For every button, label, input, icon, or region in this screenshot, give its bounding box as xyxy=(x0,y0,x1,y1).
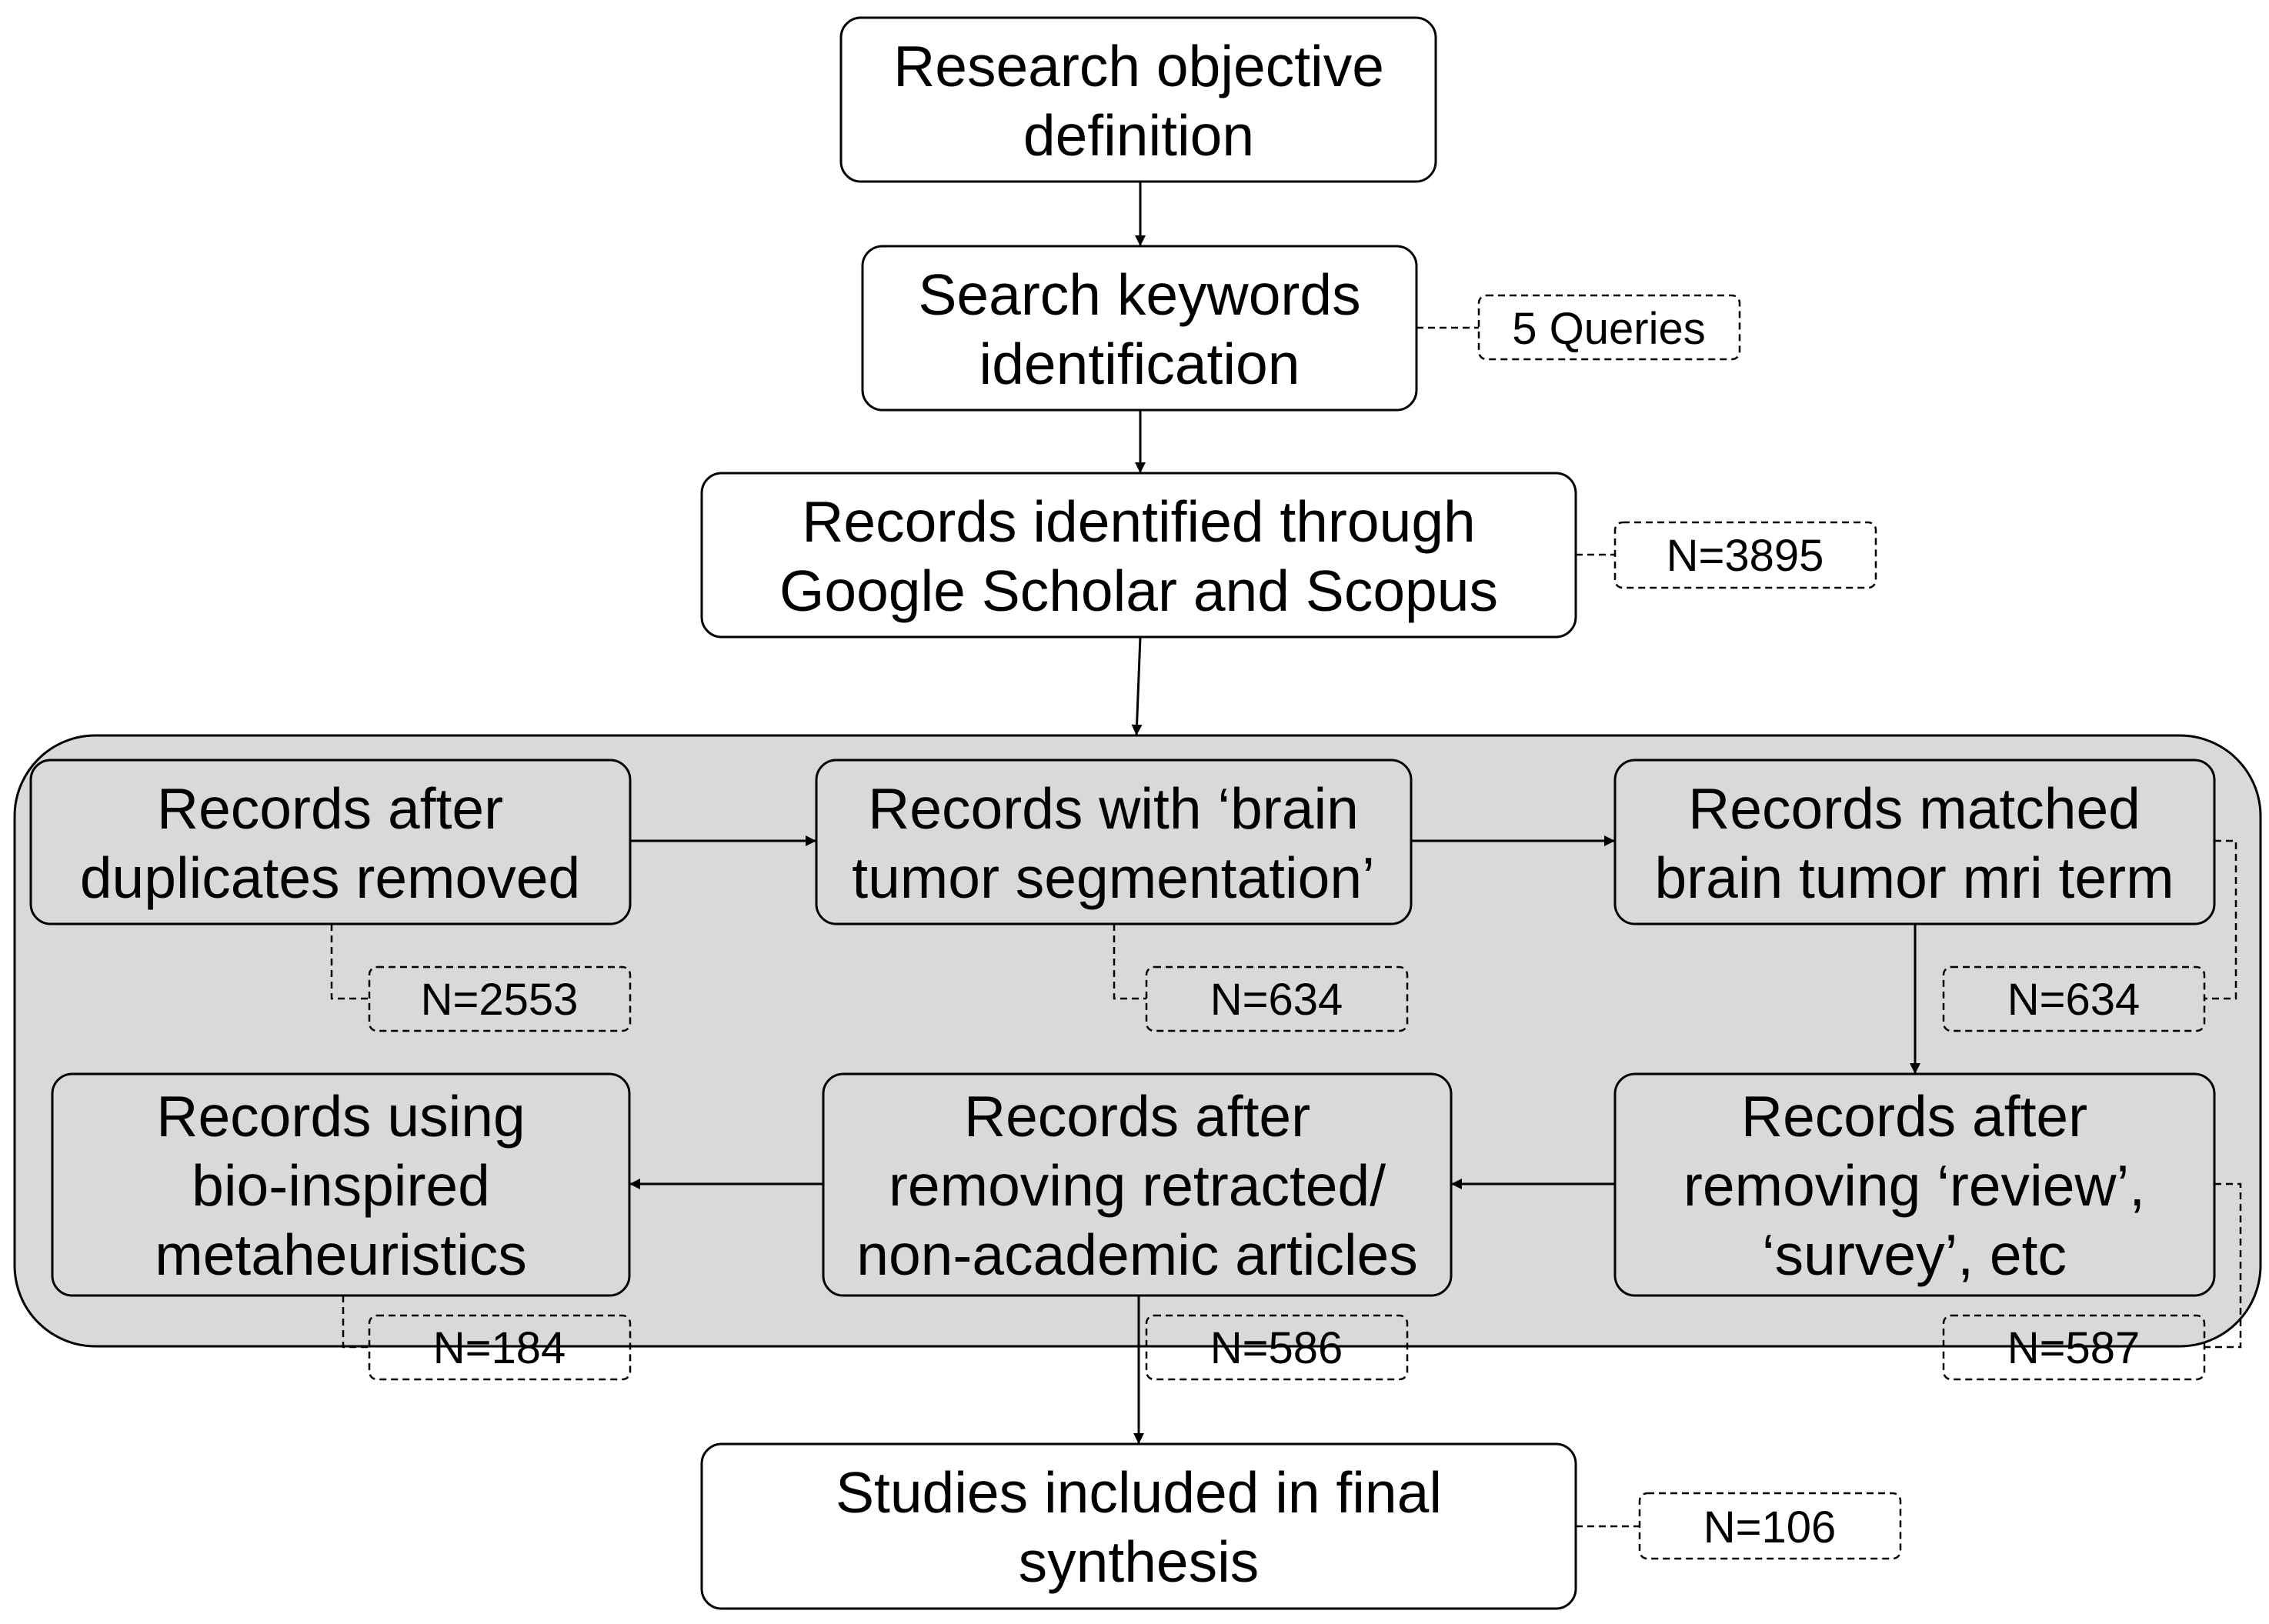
count-brain-tumor-segmentation: N=634 xyxy=(1145,965,1409,1032)
step-label-line: removing retracted/ xyxy=(889,1153,1386,1218)
step-bio-inspired: Records using bio-inspired metaheuristic… xyxy=(51,1072,631,1297)
step-label-line: Google Scholar and Scopus xyxy=(779,559,1498,623)
step-mri-term: Records matched brain tumor mri term xyxy=(1613,759,2216,925)
step-label-line: ‘survey’, etc xyxy=(1762,1222,2067,1287)
count-label: 5 Queries xyxy=(1512,304,1705,354)
count-box xyxy=(1942,1314,2206,1381)
count-bio-inspired: N=184 xyxy=(368,1314,632,1381)
step-label-line: duplicates removed xyxy=(80,845,580,910)
step-label-line: non-academic articles xyxy=(856,1222,1418,1287)
count-connector xyxy=(342,1296,369,1349)
step-records-identified: Records identified through Google Schola… xyxy=(700,472,1577,639)
count-box xyxy=(1942,965,2206,1032)
count-box xyxy=(1638,1492,1902,1560)
step-label-line: brain tumor mri term xyxy=(1654,845,2174,910)
flow-arrow xyxy=(1131,636,1143,736)
step-label-line: Records using xyxy=(156,1084,525,1149)
step-research-objective: Research objective definition xyxy=(839,16,1437,183)
step-retracted-removed: Records after removing retracted/ non-ac… xyxy=(822,1072,1453,1297)
count-connector xyxy=(330,924,369,1000)
step-label-line: Records with ‘brain xyxy=(868,776,1359,841)
count-retracted-removed: N=586 xyxy=(1145,1314,1409,1381)
step-label-line: Records after xyxy=(157,776,503,841)
count-label: N=184 xyxy=(433,1323,566,1373)
step-label-line: definition xyxy=(1023,103,1254,168)
step-label-line: Research objective xyxy=(893,34,1384,98)
count-duplicates-removed: N=2553 xyxy=(368,965,632,1032)
count-box xyxy=(1613,521,1877,589)
count-label: N=634 xyxy=(1210,975,1343,1025)
step-label-line: bio-inspired xyxy=(192,1153,490,1218)
step-brain-tumor-segmentation: Records with ‘brain tumor segmentation’ xyxy=(815,759,1413,925)
step-label-line: Studies included in final xyxy=(836,1460,1442,1525)
count-box xyxy=(1145,1314,1409,1381)
count-records-identified: N=3895 xyxy=(1613,521,1877,589)
count-connector xyxy=(2204,1182,2242,1349)
step-label-line: tumor segmentation’ xyxy=(852,845,1375,910)
step-label-line: metaheuristics xyxy=(155,1222,527,1287)
count-label: N=586 xyxy=(1210,1323,1343,1373)
step-label-line: Records matched xyxy=(1688,776,2141,841)
count-box xyxy=(368,965,632,1032)
step-search-keywords: Search keywords identification xyxy=(861,245,1418,412)
step-label-line: Search keywords xyxy=(918,262,1360,327)
count-label: N=2553 xyxy=(421,975,579,1025)
count-search-keywords: 5 Queries xyxy=(1477,294,1741,361)
count-label: N=3895 xyxy=(1667,531,1824,581)
count-box xyxy=(1145,965,1409,1032)
step-label-line: Records identified through xyxy=(802,489,1476,554)
count-label: N=634 xyxy=(2007,975,2141,1025)
count-final-synthesis: N=106 xyxy=(1638,1492,1902,1560)
count-box xyxy=(1477,294,1741,361)
step-duplicates-removed: Records after duplicates removed xyxy=(29,759,632,925)
count-mri-term: N=634 xyxy=(1942,965,2206,1032)
count-label: N=106 xyxy=(1703,1502,1837,1552)
step-review-survey-removed: Records after removing ‘review’, ‘survey… xyxy=(1613,1072,2216,1297)
step-label-line: synthesis xyxy=(1019,1529,1260,1594)
count-label: N=587 xyxy=(2007,1323,2141,1373)
step-label-line: removing ‘review’, xyxy=(1683,1153,2145,1218)
step-label-line: Records after xyxy=(1741,1084,2087,1149)
count-box xyxy=(368,1314,632,1381)
step-label-line: Records after xyxy=(964,1084,1310,1149)
step-label-line: identification xyxy=(979,332,1300,396)
step-box xyxy=(839,16,1437,183)
count-review-survey-removed: N=587 xyxy=(1942,1314,2206,1381)
count-connector xyxy=(1113,924,1146,1000)
step-final-synthesis: Studies included in final synthesis xyxy=(700,1442,1577,1610)
